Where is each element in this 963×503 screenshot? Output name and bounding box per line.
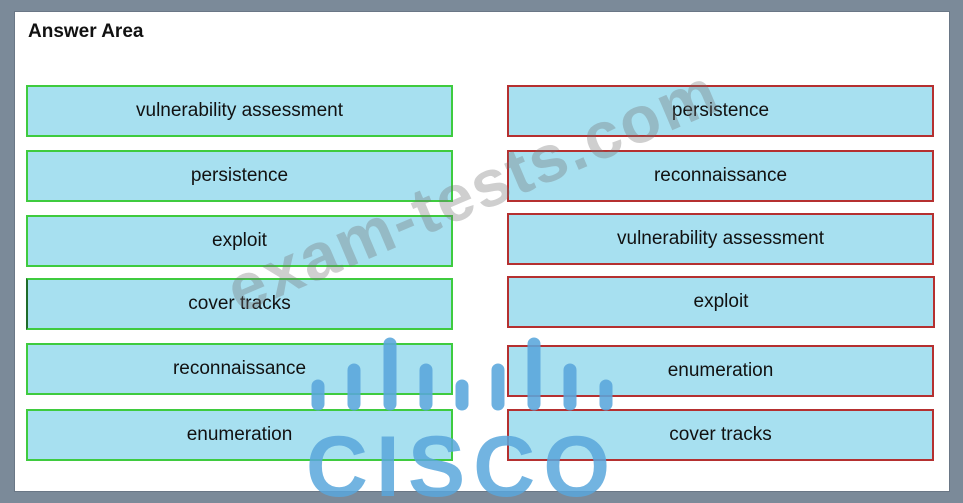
left-item-5[interactable]: reconnaissance: [26, 343, 453, 395]
answer-area-title: Answer Area: [28, 21, 144, 42]
right-item-4[interactable]: exploit: [507, 276, 935, 328]
right-item-6[interactable]: cover tracks: [507, 409, 934, 461]
left-item-2[interactable]: persistence: [26, 150, 453, 202]
answer-area-panel: Answer Area vulnerability assessment per…: [14, 11, 950, 492]
right-item-3[interactable]: vulnerability assessment: [507, 213, 934, 265]
left-item-3[interactable]: exploit: [26, 215, 453, 267]
right-item-2[interactable]: reconnaissance: [507, 150, 934, 202]
left-item-4[interactable]: cover tracks: [26, 278, 453, 330]
right-item-5[interactable]: enumeration: [507, 345, 934, 397]
left-item-6[interactable]: enumeration: [26, 409, 453, 461]
left-item-1[interactable]: vulnerability assessment: [26, 85, 453, 137]
right-item-1[interactable]: persistence: [507, 85, 934, 137]
